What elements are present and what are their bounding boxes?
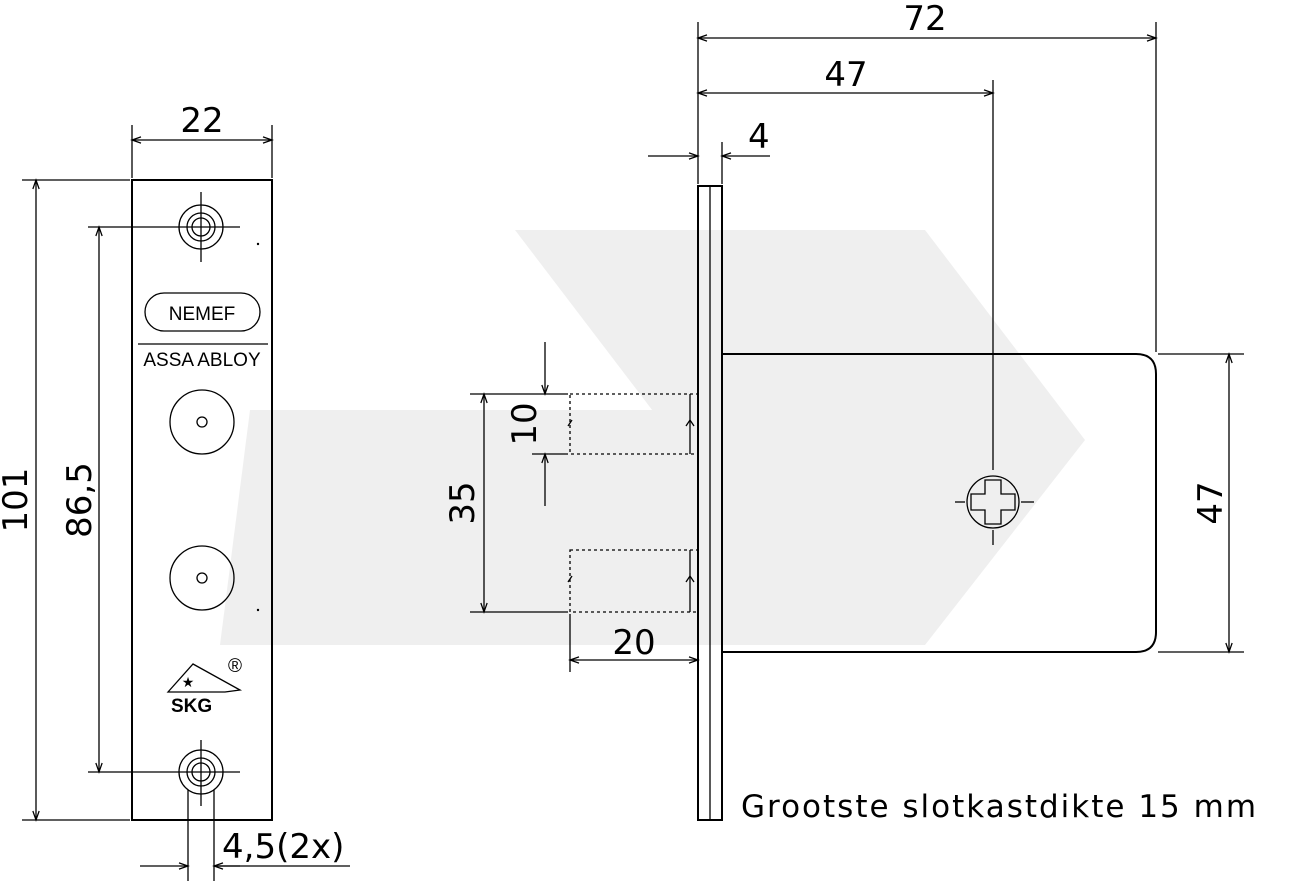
dim-22-label: 22 — [180, 101, 223, 141]
dim-screw-spacing: 86,5 — [60, 225, 160, 774]
dim-45-label: 4,5(2x) — [222, 827, 344, 867]
dim-86-label: 86,5 — [60, 462, 100, 538]
screw-hole-top — [160, 192, 240, 262]
brand-logo: NEMEF ASSA ABLOY — [138, 292, 268, 371]
dim-bolt-height: 10 — [505, 342, 568, 506]
dim-72-label: 72 — [903, 0, 946, 39]
dim-case-height: 47 — [1158, 352, 1244, 654]
dim-screw-hole: 4,5(2x) — [140, 790, 350, 881]
dim-faceplate-width: 22 — [130, 101, 274, 178]
dim-total-depth: 72 — [696, 0, 1158, 352]
max-thickness-note: Grootste slotkastdikte 15 mm — [741, 789, 1258, 825]
faceplate-view: NEMEF ASSA ABLOY ★ ® SKG — [131, 179, 273, 821]
bolt-lower — [567, 549, 699, 613]
dim-20-label: 20 — [612, 623, 655, 663]
lock-case — [722, 353, 1157, 653]
dim-bolt-projection: 20 — [568, 614, 700, 672]
bolt-boss-upper — [169, 389, 235, 455]
screw-hole-bottom — [160, 740, 240, 806]
dim-4-label: 4 — [748, 117, 770, 157]
skg-label: SKG — [171, 696, 212, 717]
skg-mark: ★ ® SKG — [166, 656, 243, 717]
dim-backset: 47 — [696, 55, 995, 97]
dim-35-label: 35 — [443, 481, 483, 524]
group-name: ASSA ABLOY — [143, 350, 261, 371]
cylinder-cross — [955, 80, 1034, 545]
dim-101-label: 101 — [0, 468, 36, 533]
bolt-upper — [567, 393, 699, 455]
dim-bolt-spacing: 35 — [443, 392, 568, 614]
dim-47-backset-label: 47 — [824, 55, 867, 95]
brand-name: NEMEF — [169, 304, 236, 325]
star-icon: ★ — [182, 675, 195, 691]
dim-plate-thickness: 4 — [648, 117, 770, 184]
watermark-logo — [220, 230, 1085, 645]
dim-47-case-label: 47 — [1191, 481, 1231, 524]
dim-faceplate-height: 101 — [0, 178, 130, 822]
bolt-boss-lower — [169, 545, 235, 611]
faceplate-outline — [131, 179, 273, 821]
registered-mark: ® — [228, 656, 242, 677]
dim-10-label: 10 — [505, 402, 545, 445]
side-view — [567, 80, 1157, 821]
